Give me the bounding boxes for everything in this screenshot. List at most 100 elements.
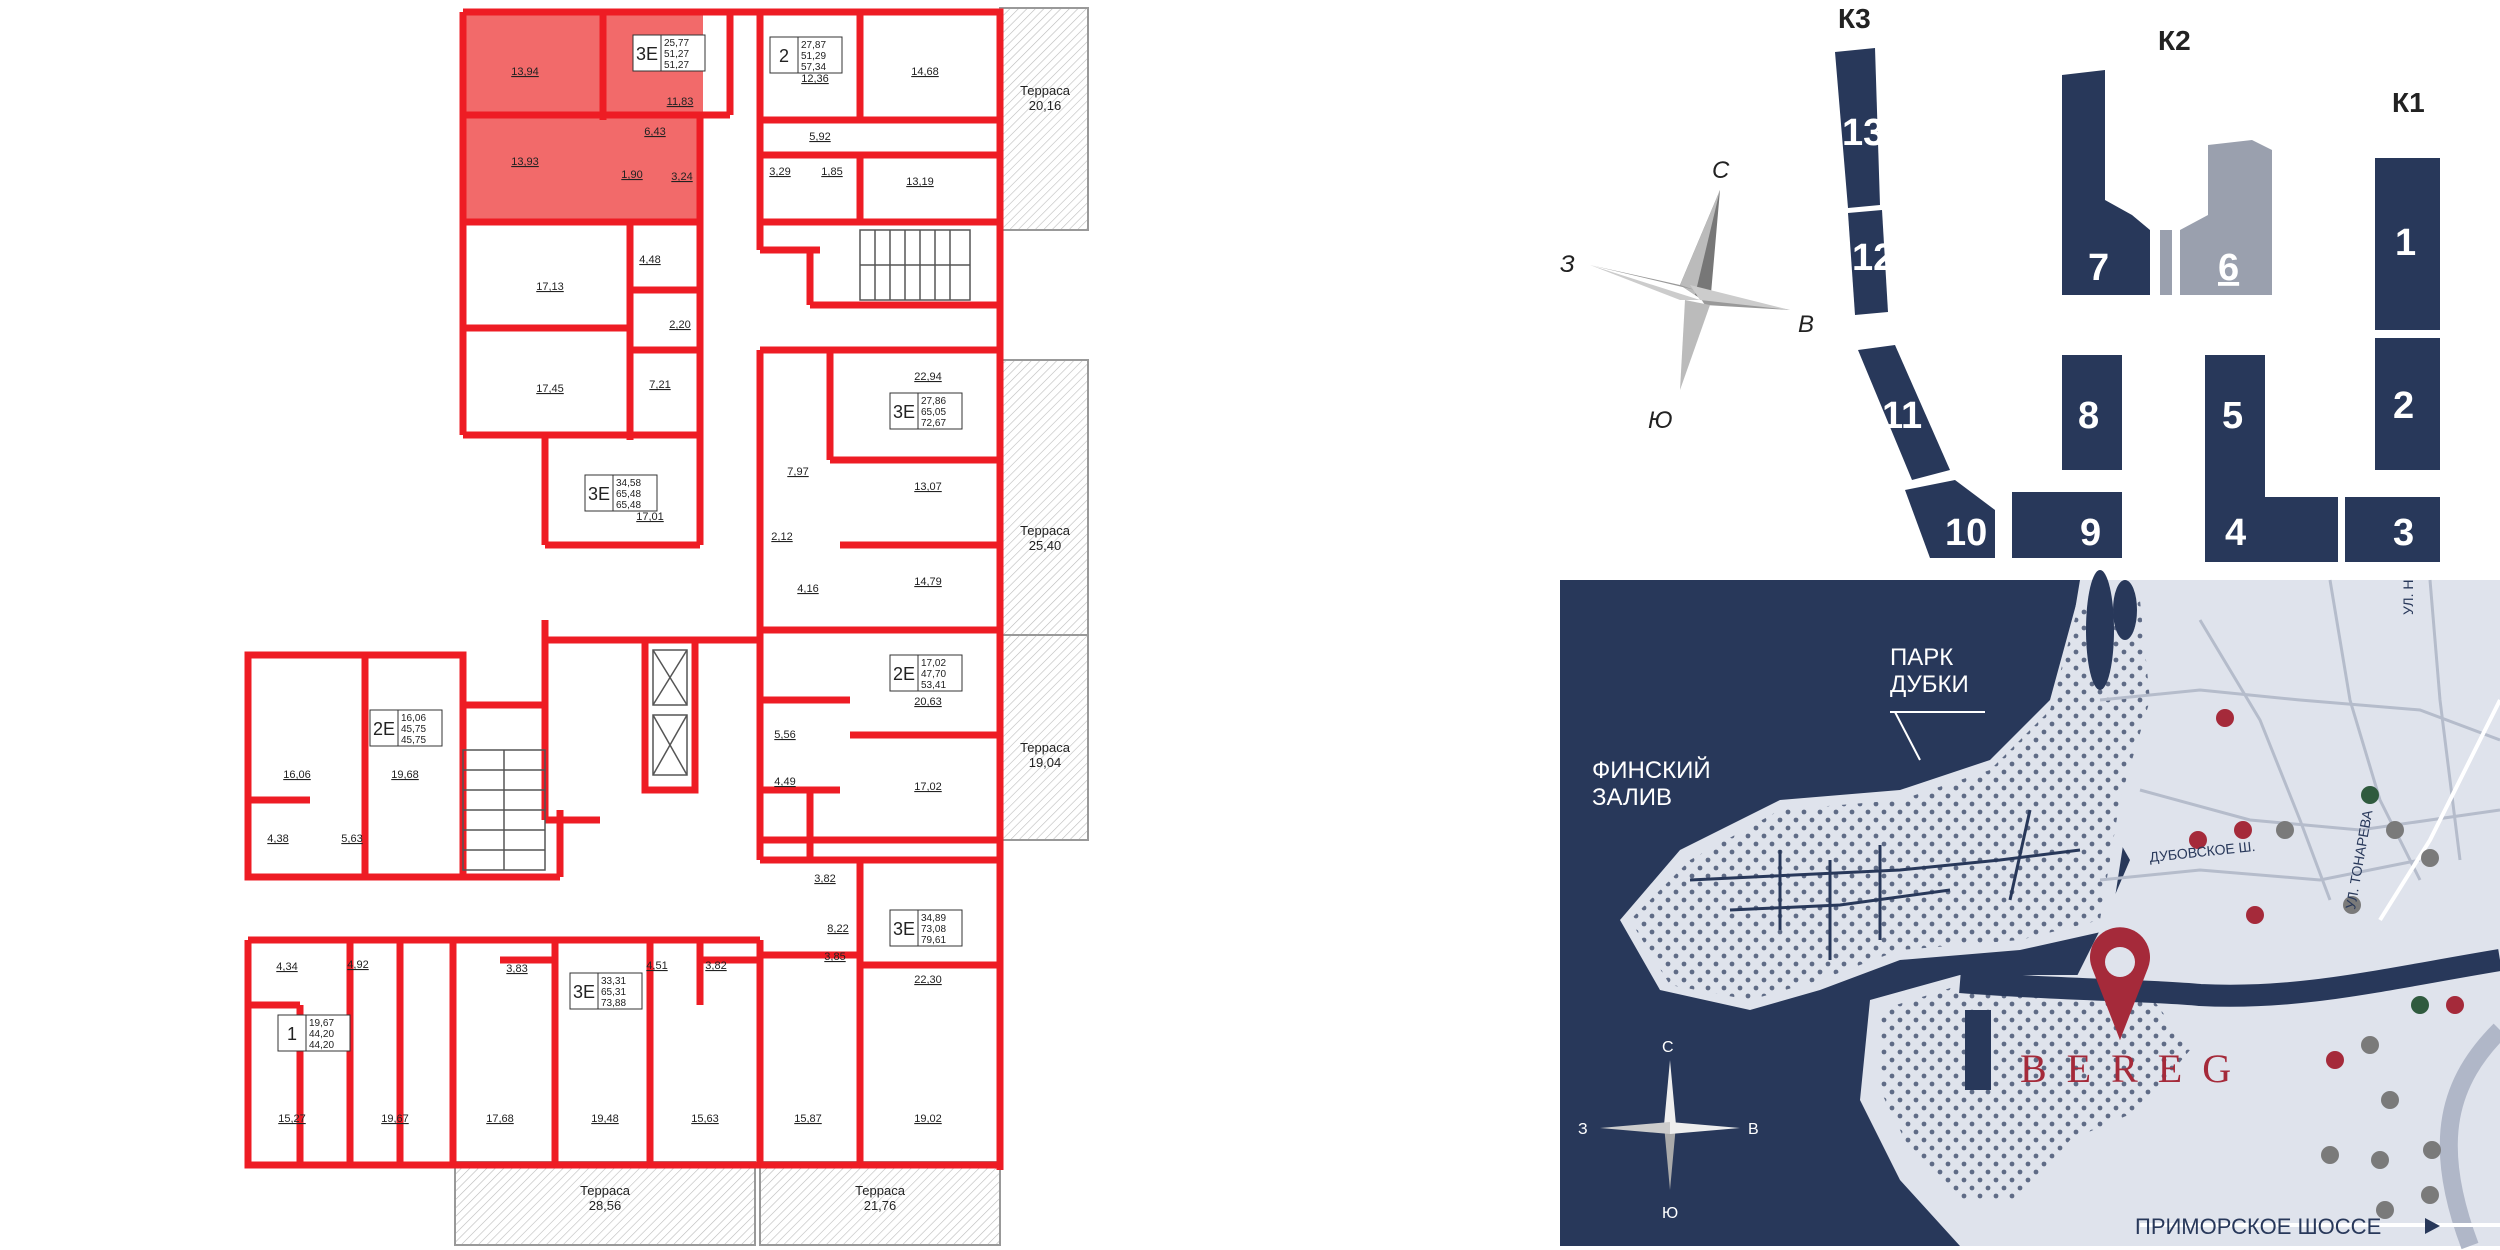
room-area-label: 3,82 [705,960,726,972]
poi-markers [2189,709,2464,1219]
room-area-label: 15,87 [794,1113,822,1125]
compass-n: С [1712,157,1730,184]
terrace-label: Терраса [1020,740,1071,755]
room-area-label: 22,30 [914,974,942,986]
building-num-4: 4 [2225,512,2246,554]
room-area-label: 3,82 [814,873,835,885]
map-gulf: ФИНСКИЙ [1592,756,1711,784]
terrace-label: Терраса [1020,523,1071,538]
room-area-label: 13,07 [914,481,942,493]
building-12 [1848,210,1888,315]
apartment-area-value: 44,20 [309,1029,334,1040]
room-area-label: 6,43 [644,126,665,138]
apartment-type: 1 [287,1024,297,1044]
building-1 [2375,158,2440,330]
compass-top: С З В Ю [1560,157,1814,434]
room-area-label: 5,63 [341,833,362,845]
apartment-area-value: 45,75 [401,735,426,746]
room-area-label: 1,85 [821,166,842,178]
room-area-label: 19,48 [591,1113,619,1125]
building-2 [2375,338,2440,470]
room-area-label: 13,19 [906,176,934,188]
apartment-type: 2Е [893,664,915,684]
building-4 [2205,480,2338,562]
room-area-label: 4,34 [276,961,297,973]
room-area-label: 22,94 [914,371,942,383]
apartment-type: 3Е [588,484,610,504]
apartment-area-value: 47,70 [921,669,946,680]
apartment-area-value: 19,67 [309,1018,334,1029]
compass-map: С З В Ю [1578,1039,1759,1222]
building-num-12: 12 [1852,237,1894,279]
room-area-label: 16,06 [283,769,311,781]
room-area-label: 15,63 [691,1113,719,1125]
building-num-7: 7 [2088,247,2109,289]
apartment-type: 2Е [373,719,395,739]
map-street3: УЛ. Н [2400,579,2416,615]
room-area-label: 7,97 [787,466,808,478]
apartment-area-value: 44,20 [309,1040,334,1051]
compass-w: З [1560,251,1575,278]
apartment-area-value: 65,31 [601,987,626,998]
room-area-label: 19,68 [391,769,419,781]
apartment-area-value: 79,61 [921,935,946,946]
apartment-area-value: 17,02 [921,658,946,669]
map-compass-s: Ю [1662,1205,1678,1222]
room-area-label: 8,22 [827,923,848,935]
map-compass-w: З [1578,1121,1588,1138]
building-6 [2180,140,2272,295]
room-area-label: 4,49 [774,776,795,788]
building-num-3: 3 [2393,512,2414,554]
room-area-label: 17,13 [536,281,564,293]
room-area-label: 2,12 [771,531,792,543]
building-num-13: 13 [1842,112,1884,154]
building-8 [2062,355,2122,470]
apartment-area-value: 33,31 [601,976,626,987]
terrace-label: Терраса [1020,83,1071,98]
map-park2: ДУБКИ [1890,671,1969,698]
compass-s: Ю [1648,407,1673,434]
terrace-label: Терраса [855,1183,906,1198]
apartment-type: 3Е [636,44,658,64]
room-area-label: 1,90 [621,169,642,181]
apartment-area-value: 51,27 [664,49,689,60]
apartment-area-value: 72,67 [921,418,946,429]
building-num-9: 9 [2080,512,2101,554]
building-9 [2012,492,2122,558]
room-area-label: 3,24 [671,171,692,183]
compass-e: В [1798,311,1814,338]
building-num-10: 10 [1945,512,1987,554]
room-area-label: 17,68 [486,1113,514,1125]
label-k3: К3 [1838,3,1871,34]
terrace-area: 25,40 [1029,538,1062,553]
map-highway: ПРИМОРСКОЕ ШОССЕ [2135,1214,2381,1239]
building-7 [2062,70,2150,295]
apartment-area-value: 53,41 [921,680,946,691]
stairs-left [462,749,546,871]
building-num-5: 5 [2222,395,2243,437]
room-area-label: 4,48 [639,254,660,266]
map-compass-e: В [1748,1121,1759,1138]
terrace-top-right [999,7,1089,231]
building-num-6: 6 [2218,247,2239,289]
building-11 [1858,345,1950,480]
building-5 [2205,355,2265,480]
room-area-label: 3,85 [824,951,845,963]
location-pin [2090,927,2150,1040]
terrace-area: 21,76 [864,1198,897,1213]
terrace-area: 20,16 [1029,98,1062,113]
apartment-area-value: 65,05 [921,407,946,418]
terrace-area: 19,04 [1029,755,1062,770]
room-area-label: 14,68 [911,66,939,78]
terrace-area: 28,56 [589,1198,622,1213]
apartment-area-value: 51,29 [801,51,826,62]
building-num-11: 11 [1882,395,1922,437]
room-area-label: 4,92 [347,959,368,971]
